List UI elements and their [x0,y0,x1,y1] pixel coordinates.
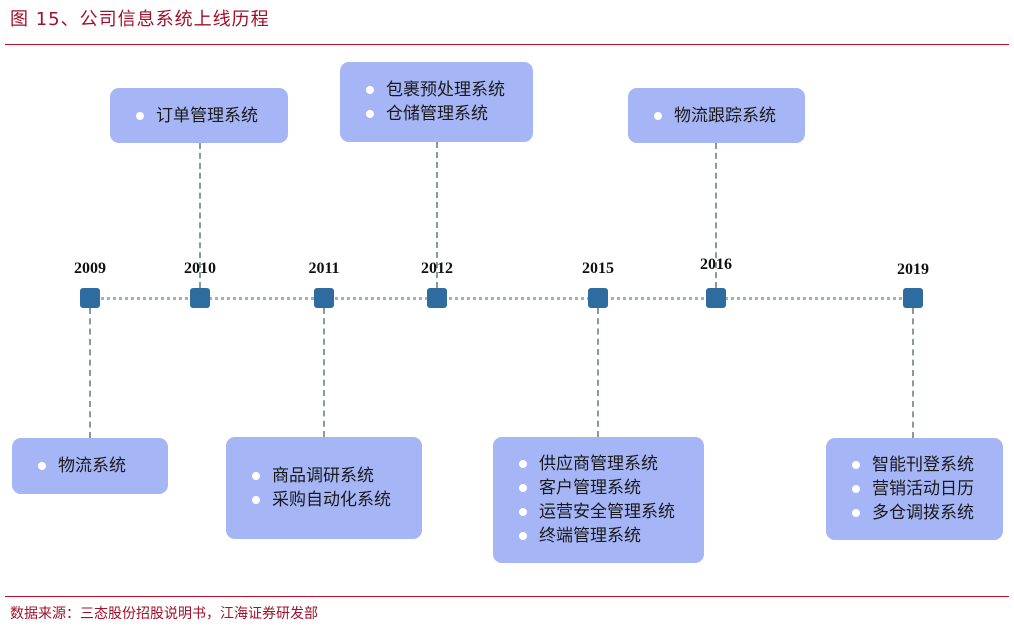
system-item: 运营安全管理系统 [519,500,704,524]
system-box: 订单管理系统 [110,88,288,143]
timeline-axis [90,297,913,300]
system-box: 包裹预处理系统仓储管理系统 [340,62,533,142]
system-item: 仓储管理系统 [366,102,533,126]
timeline-node [427,288,447,308]
title-divider [5,44,1009,45]
system-item: 营销活动日历 [852,477,1003,501]
system-item: 采购自动化系统 [252,488,422,512]
year-label: 2009 [74,260,106,277]
connector-line [199,143,201,288]
connector-line [436,142,438,288]
system-item: 商品调研系统 [252,464,422,488]
system-item: 物流跟踪系统 [654,104,805,128]
system-item: 智能刊登系统 [852,453,1003,477]
connector-line [89,308,91,438]
timeline-node [314,288,334,308]
timeline-node [80,288,100,308]
system-item: 多仓调拨系统 [852,501,1003,525]
system-item: 包裹预处理系统 [366,78,533,102]
timeline-node [903,288,923,308]
system-item: 供应商管理系统 [519,452,704,476]
connector-line [323,308,325,437]
year-label: 2015 [582,260,614,277]
system-item: 终端管理系统 [519,524,704,548]
timeline-node [588,288,608,308]
system-box: 智能刊登系统营销活动日历多仓调拨系统 [826,438,1003,540]
system-box: 供应商管理系统客户管理系统运营安全管理系统终端管理系统 [493,437,704,563]
source-note: 数据来源：三态股份招股说明书，江海证券研发部 [10,606,318,622]
figure-title: 图 15、公司信息系统上线历程 [10,9,270,30]
connector-line [597,308,599,437]
connector-line [715,143,717,288]
system-item: 客户管理系统 [519,476,704,500]
year-label: 2016 [700,256,732,273]
timeline-node [190,288,210,308]
system-item: 物流系统 [38,454,168,478]
footer-divider [5,596,1009,597]
year-label: 2011 [308,260,340,277]
timeline-node [706,288,726,308]
system-box: 商品调研系统采购自动化系统 [226,437,422,539]
year-label: 2010 [184,260,216,277]
system-item: 订单管理系统 [136,104,288,128]
year-label: 2012 [421,260,453,277]
system-box: 物流跟踪系统 [628,88,805,143]
connector-line [912,308,914,438]
system-box: 物流系统 [12,438,168,494]
year-label: 2019 [897,261,929,278]
